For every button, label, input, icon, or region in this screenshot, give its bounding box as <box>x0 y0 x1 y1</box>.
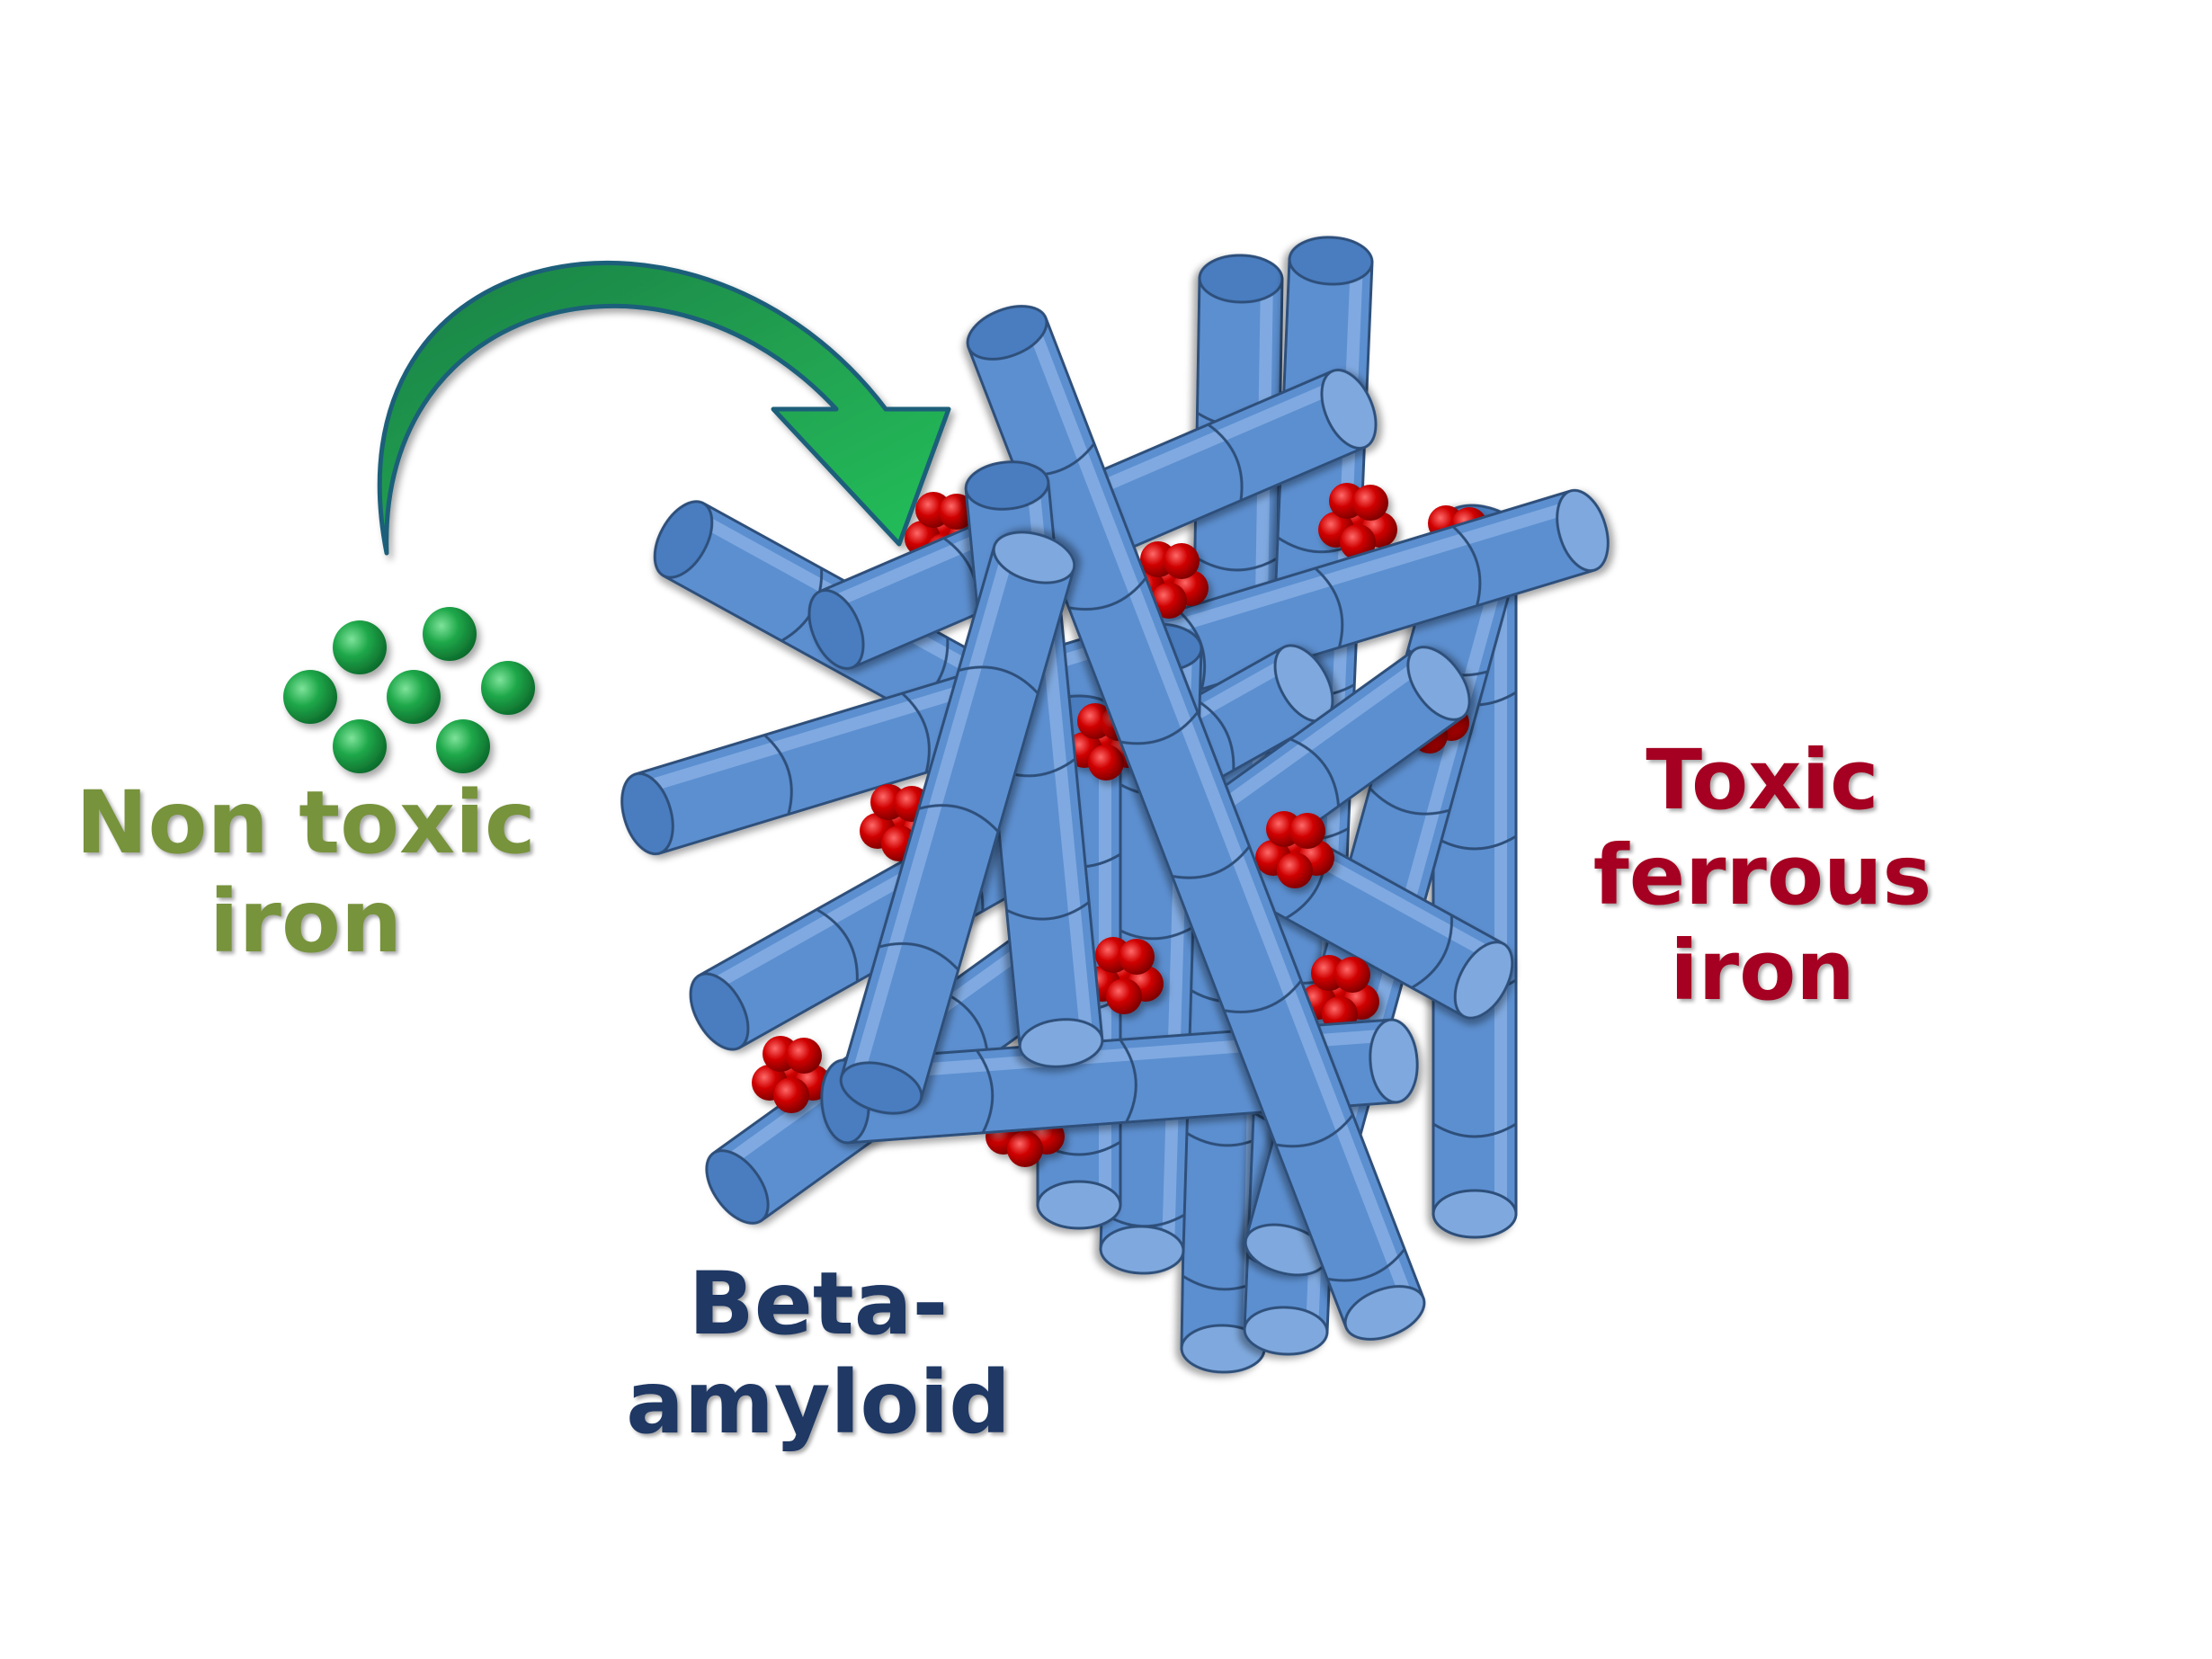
green-iron-particle-icon <box>481 661 535 715</box>
non-toxic-iron-label: Non toxic iron <box>54 773 557 972</box>
amyloid-fibril-icon <box>966 305 1426 1341</box>
green-iron-particle-icon <box>333 719 387 773</box>
green-iron-particle-icon <box>423 607 477 661</box>
red-iron-cluster-icon <box>1255 811 1334 888</box>
green-iron-particle-icon <box>283 670 337 724</box>
toxic-ferrous-iron-label-line1: Toxic ferrous <box>1592 732 1932 923</box>
beta-amyloid-label: Beta-amyloid <box>504 1254 1133 1453</box>
curved-arrow-icon <box>377 260 951 556</box>
green-iron-particle-icon <box>387 670 441 724</box>
red-iron-cluster-icon <box>1084 937 1164 1014</box>
toxic-ferrous-iron-label: Toxic ferrous iron <box>1475 733 2050 1018</box>
green-iron-particles <box>283 607 535 773</box>
green-iron-particle-icon <box>436 719 490 773</box>
toxic-ferrous-iron-label-line2: iron <box>1670 922 1855 1019</box>
red-iron-cluster-icon <box>1318 483 1397 560</box>
amyloid-fibril-icon <box>839 531 1076 1115</box>
non-toxic-iron-label-line1: Non toxic <box>76 772 536 873</box>
green-iron-particle-icon <box>333 620 387 674</box>
amyloid-fibril-bundle <box>620 236 1610 1374</box>
non-toxic-iron-label-line2: iron <box>209 871 403 973</box>
beta-amyloid-label-text: Beta-amyloid <box>626 1253 1011 1454</box>
